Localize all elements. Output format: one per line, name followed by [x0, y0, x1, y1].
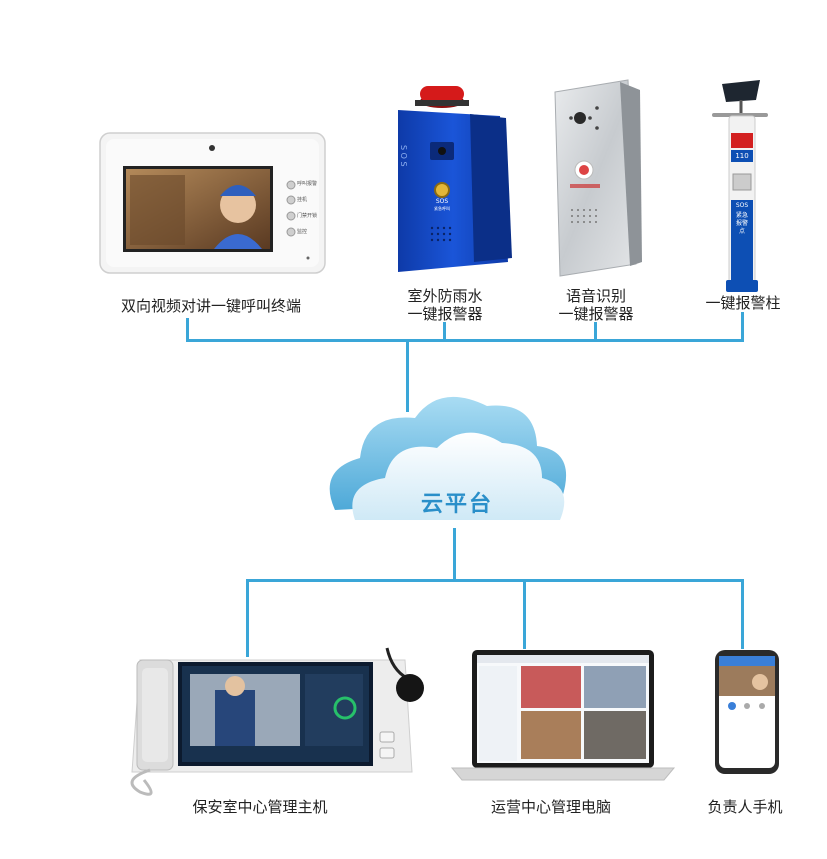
- cloud-platform-label: 云平台: [420, 492, 493, 517]
- outdoor-waterproof-alarm: [398, 86, 512, 272]
- label-voice-alarm-line1: 语音识别: [565, 287, 626, 305]
- drop-line-pole: [741, 312, 744, 340]
- terminal-button-label-1: 挂机: [297, 197, 308, 203]
- video-intercom-terminal: [99, 132, 326, 274]
- label-alarm-pole: 一键报警柱: [705, 294, 781, 312]
- pole-sign-text: 紧急报警点: [735, 212, 748, 235]
- cloud-shape: [329, 396, 567, 520]
- security-host-console: [130, 647, 424, 796]
- drop-line-host: [246, 579, 249, 657]
- drop-line-outdoor: [443, 322, 446, 340]
- manager-phone: [715, 650, 779, 774]
- top-bus-line: [186, 339, 744, 342]
- terminal-button-group: [286, 180, 296, 237]
- cloud-down-line: [453, 528, 456, 580]
- label-manager-phone: 负责人手机: [707, 798, 783, 816]
- drop-line-terminal: [186, 318, 189, 340]
- label-operations-pc: 运营中心管理电脑: [490, 798, 611, 816]
- pole-110-sign: 110: [735, 152, 749, 160]
- label-voice-alarm-line2: 一键报警器: [558, 305, 634, 323]
- voice-recognition-alarm: [554, 79, 642, 277]
- outdoor-alarm-button-sub: 紧急呼叫: [434, 206, 450, 211]
- drop-line-phone: [741, 579, 744, 649]
- operations-laptop: [450, 650, 676, 781]
- label-video-intercom-terminal: 双向视频对讲一键呼叫终端: [120, 297, 301, 315]
- drop-line-pc: [523, 579, 526, 649]
- alarm-pole: [712, 80, 768, 292]
- pole-sos-sign: SOS: [735, 202, 749, 209]
- label-outdoor-alarm-line1: 室外防雨水: [407, 287, 483, 305]
- cloud-up-line: [406, 340, 409, 412]
- drop-line-voice: [594, 322, 597, 340]
- terminal-button-label-0: 呼叫报警: [297, 181, 318, 187]
- label-security-host: 保安室中心管理主机: [192, 798, 328, 816]
- outdoor-alarm-panel-text: S O S: [399, 145, 408, 167]
- label-outdoor-alarm-line2: 一键报警器: [407, 305, 483, 323]
- terminal-button-label-3: 监控: [297, 229, 308, 235]
- terminal-button-label-2: 门禁开锁: [297, 213, 318, 219]
- bottom-bus-line: [246, 579, 744, 582]
- outdoor-alarm-button-text: SOS: [435, 198, 449, 205]
